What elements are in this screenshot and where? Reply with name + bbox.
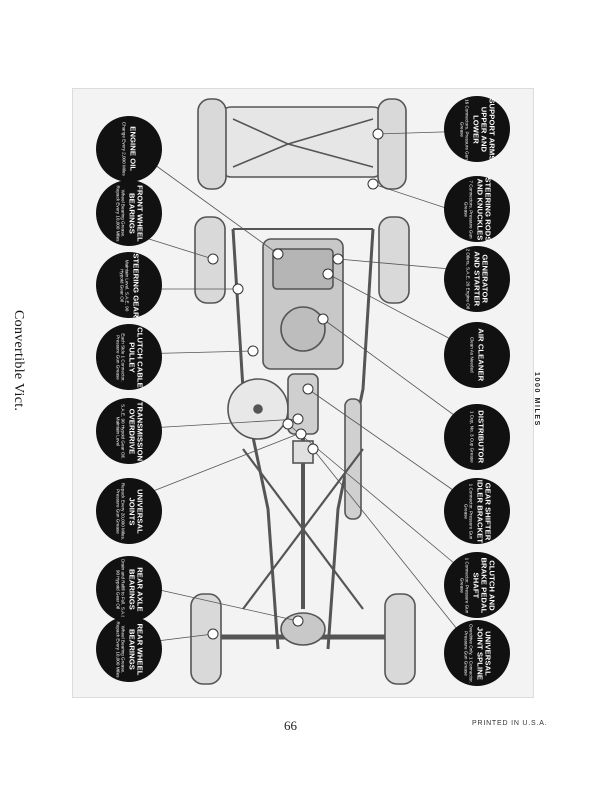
- badge-detail: Drain and Refill to Full. S.A.E. 90 Hypo…: [115, 558, 126, 620]
- badge-title: ENGINE OIL: [128, 126, 138, 172]
- badge-detail: Clean As Needed: [469, 337, 475, 373]
- badge-title: AIR CLEANER: [476, 328, 486, 382]
- badge-title: CLUTCH AND BRAKE PEDAL SHAFT: [471, 557, 497, 613]
- badge-title: TRANSMISSION OVERDRIVE: [127, 401, 145, 461]
- printed-in-usa: PRINTED IN U.S.A.: [472, 720, 548, 727]
- badge-detail: Wheel Bearing Grease. Repack Every 10,00…: [115, 185, 126, 241]
- badge-title: DISTRIBUTOR: [476, 410, 486, 464]
- chassis-illustration: [132, 98, 474, 685]
- page-number: 66: [284, 718, 297, 733]
- badge-title: REAR AXLE BEARINGS: [127, 566, 145, 612]
- badge-detail: Repack Every 20,000 Miles. Pressure Gun …: [115, 482, 126, 540]
- badge-title: SUPPORT ARMS UPPER AND LOWER: [471, 97, 497, 161]
- badge-title: CLUTCH CABLE PULLEY: [127, 326, 145, 388]
- badge-detail: 1 Connector. Pressure Gun Grease: [463, 483, 474, 539]
- badge-detail: 1 Connector. Pressure Gun Grease: [459, 557, 470, 613]
- badge-title: UNIVERSAL JOINT SPLINE: [475, 626, 493, 680]
- badge-detail: 2 Oilers, S.A.E. 20 Engine Oil: [465, 248, 471, 310]
- badge-detail: Each Side 1 Connector. Pressure Gun Grea…: [115, 332, 126, 382]
- badge-detail: Maintain Level. S.A.E. 90 Hypoid Gear Oi…: [119, 259, 130, 311]
- badge-title: GENERATOR AND STARTER: [472, 251, 490, 307]
- badge-title: STEERING GEAR: [131, 252, 141, 318]
- badge-detail: Change Every 2,000 Miles: [121, 122, 127, 176]
- badge-detail: Overdrive Only. 1 Connector. Pressure Gu…: [463, 623, 474, 683]
- badge-detail: S.A.E. 90 Hypoid Gear Oil. Maintain Leve…: [115, 403, 126, 459]
- badge-detail: 7 Connectors. Pressure Gun Grease: [463, 179, 474, 239]
- badge-title: UNIVERSAL JOINTS: [127, 488, 145, 534]
- badge-title: GEAR SHIFTER IDLER BRACKET: [475, 479, 493, 543]
- badge-title: STEERING RODS AND KNUCKLES: [475, 176, 493, 242]
- badge-detail: Wheel Bearing Grease. Repack Every 10,00…: [115, 621, 126, 677]
- vehicle-model-caption: Convertible Vict.: [11, 310, 26, 412]
- badge-title: REAR WHEEL BEARINGS: [127, 622, 145, 676]
- interval-label: 1000 MILES: [533, 372, 540, 427]
- badge-detail: 16 Connectors. Pressure Gun Grease: [459, 98, 470, 160]
- badge-detail: 1 Cup, No. 3 Cup Grease: [469, 411, 475, 463]
- badge-title: FRONT WHEEL BEARINGS: [127, 184, 145, 242]
